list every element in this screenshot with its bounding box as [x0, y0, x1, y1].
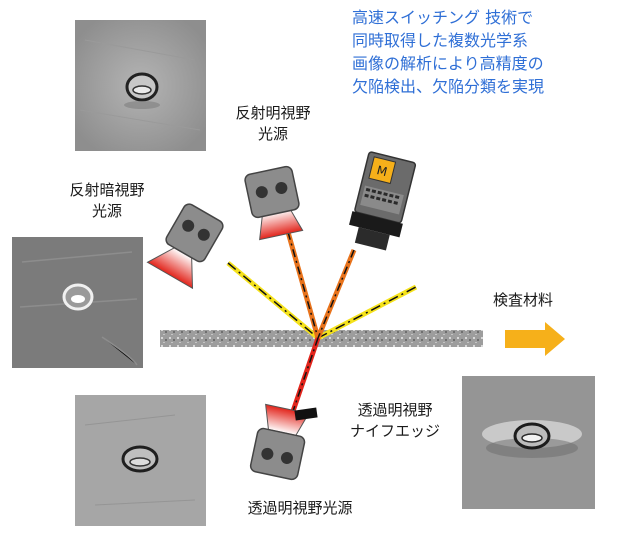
svg-text:M: M: [375, 163, 388, 179]
defect-photo-icon: [75, 20, 206, 151]
photo-bottom-left: [75, 395, 206, 526]
defect-photo-icon: [462, 376, 595, 509]
label-trans-knife: 透過明視野 ナイフエッジ: [349, 401, 440, 440]
camera-icon: M: [349, 151, 417, 251]
arrow-right-icon: [505, 322, 565, 356]
photo-top-left: [75, 20, 206, 151]
knife-edge-icon: [294, 407, 318, 421]
reflect-bright-light-icon: [244, 165, 304, 241]
label-inspect-material: 検査材料: [492, 291, 553, 309]
defect-photo-icon: [12, 237, 143, 368]
photo-mid-left: [12, 237, 143, 368]
label-trans-bright: 透過明視野光源: [247, 499, 353, 517]
reflect-dark-light-icon: [146, 203, 224, 290]
defect-photo-icon: [75, 395, 206, 526]
label-reflect-dark: 反射暗視野 光源: [69, 181, 145, 220]
headline-text: 高速スイッチング 技術で 同時取得した複数光学系 画像の解析により高精度の 欠陥…: [352, 8, 545, 96]
photo-bottom-right: [462, 376, 595, 509]
light-beams: [226, 231, 418, 421]
label-reflect-bright: 反射明視野 光源: [235, 104, 311, 143]
